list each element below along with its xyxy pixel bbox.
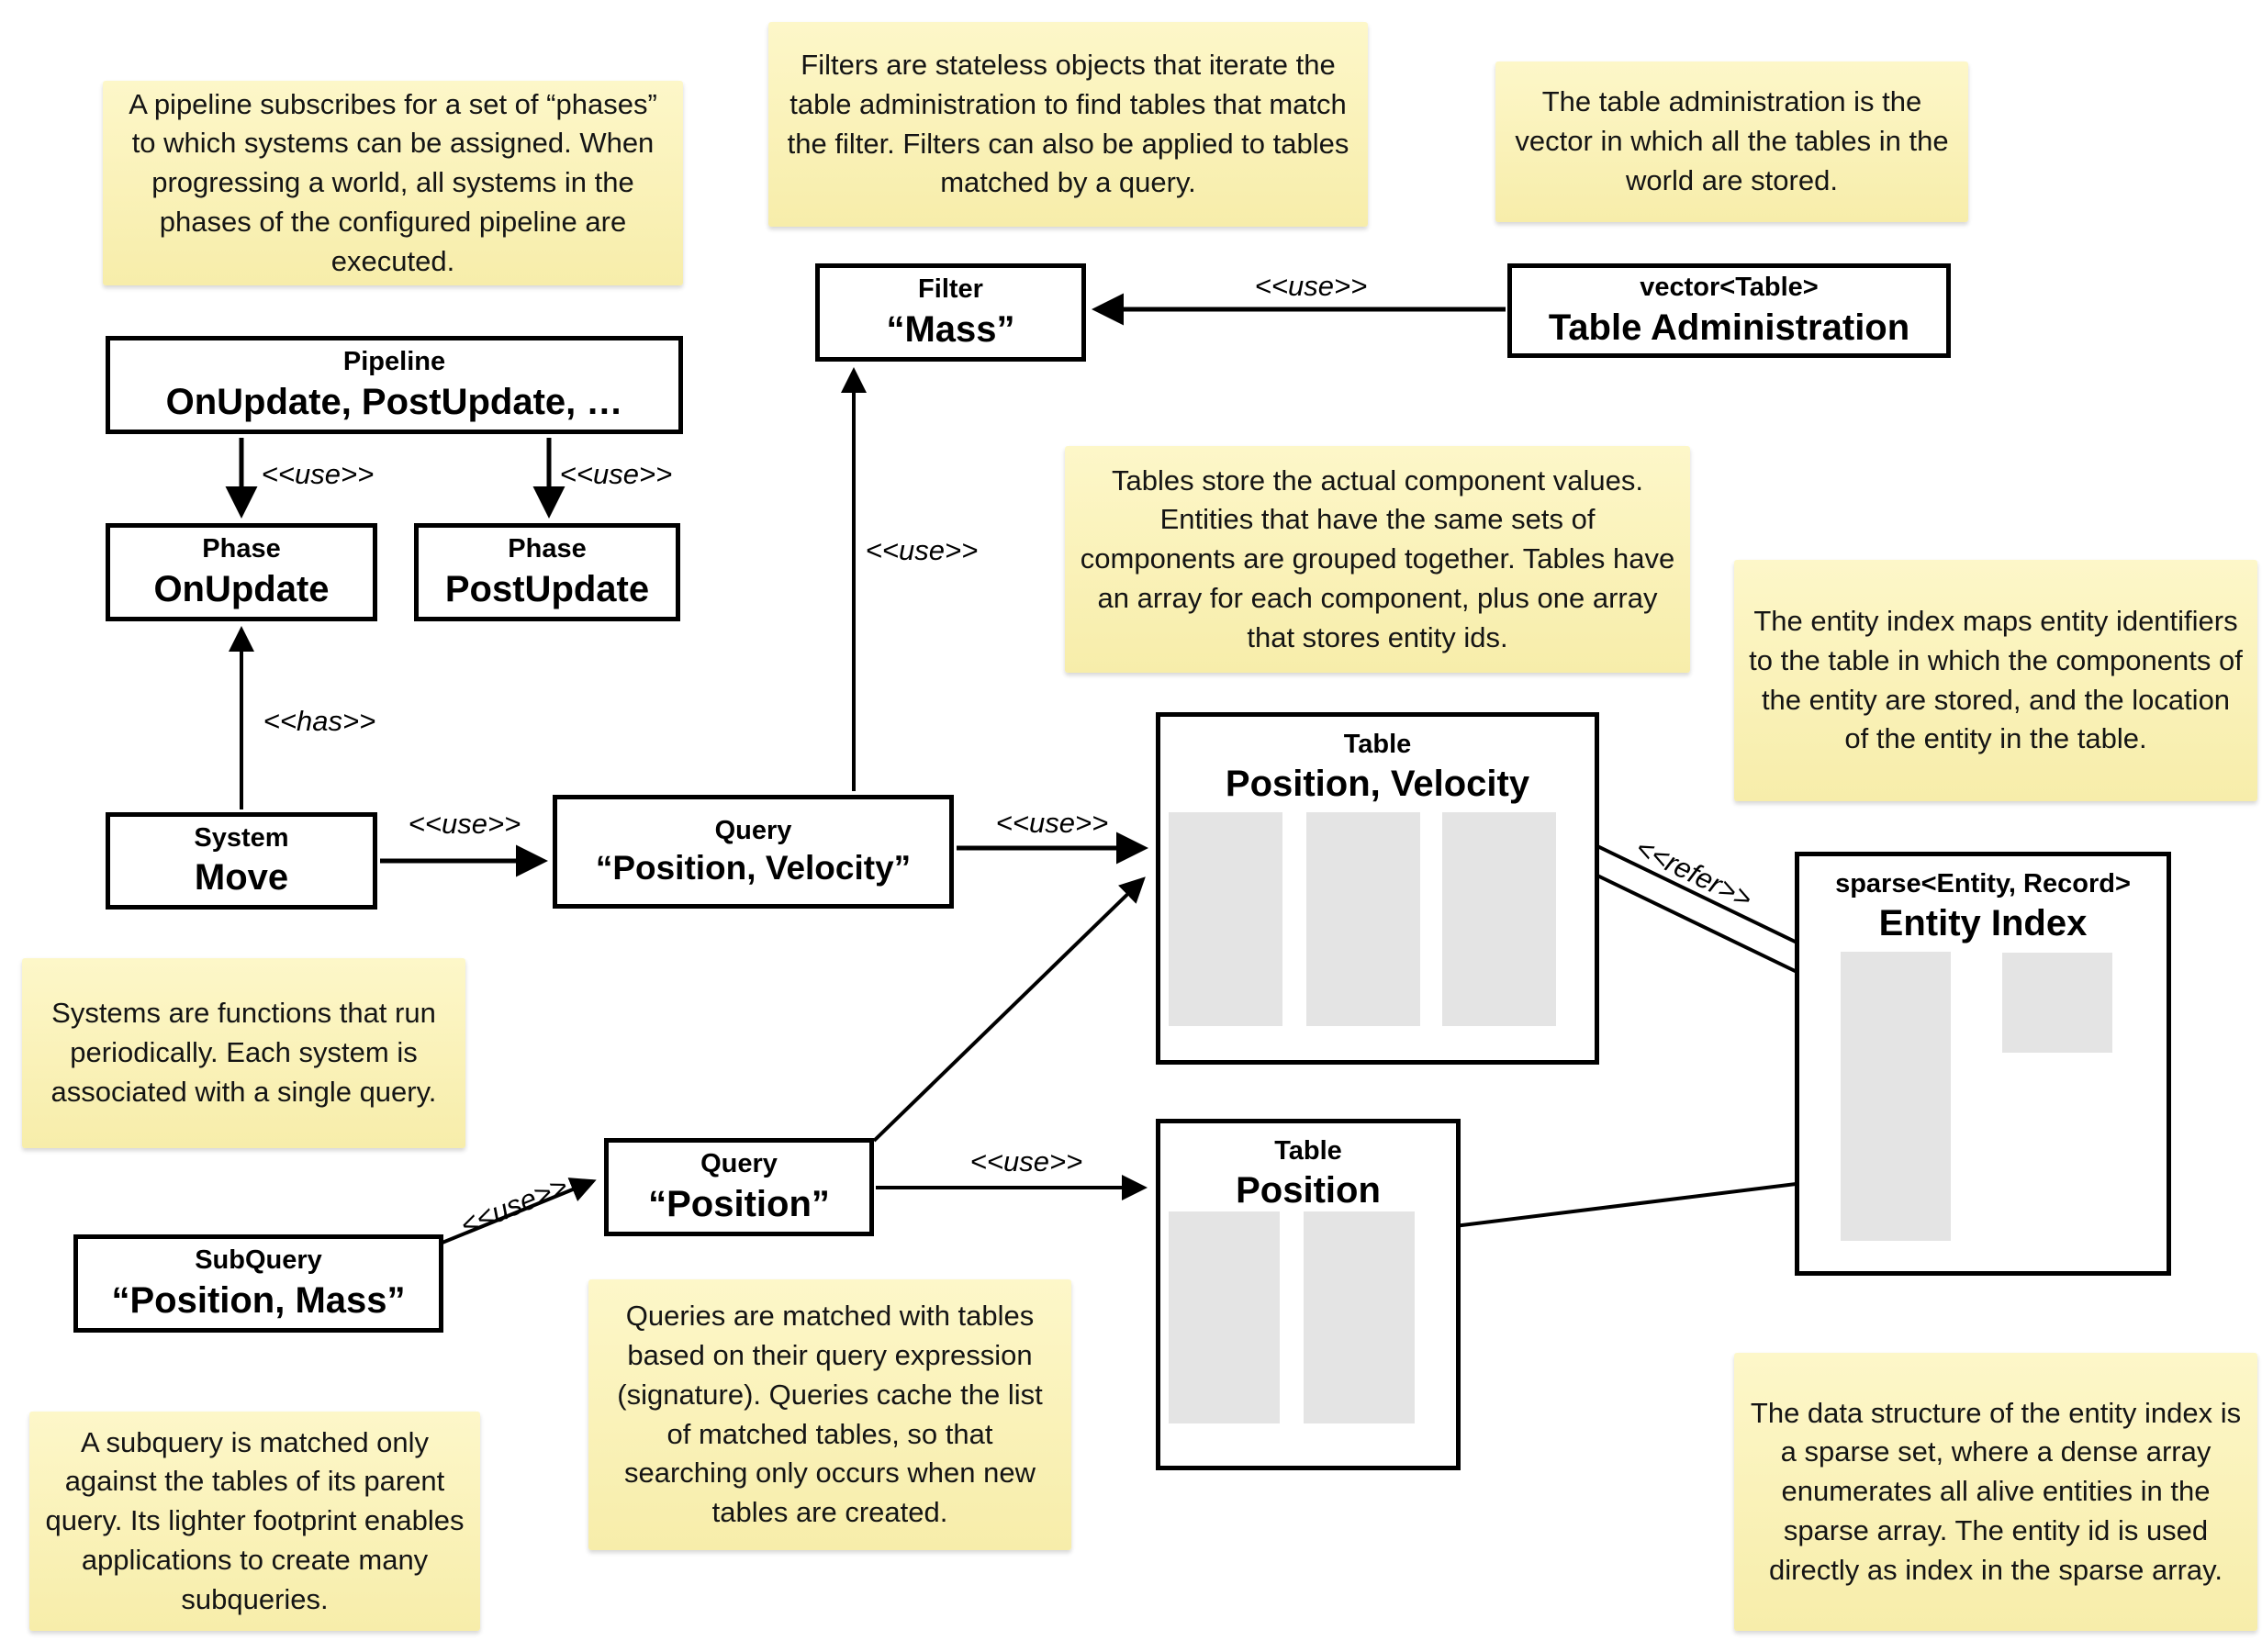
node-title: “Position, Mass” (111, 1279, 406, 1321)
node-filter-mass: Filter “Mass” (815, 263, 1086, 362)
note-text: A subquery is matched only against the t… (45, 1425, 465, 1615)
note-text: Tables store the actual component values… (1080, 463, 1675, 653)
node-title: “Position” (648, 1183, 830, 1224)
node-type: Pipeline (342, 347, 446, 377)
node-type: Filter (918, 274, 983, 305)
node-type: SubQuery (195, 1245, 322, 1276)
component-array-slot (1304, 1211, 1415, 1423)
dense-array-slot (2002, 953, 2112, 1053)
node-type: Query (700, 1149, 778, 1179)
note-text: Queries are matched with tables based on… (617, 1300, 1043, 1529)
edge-label-use: <<use>> (455, 1169, 573, 1242)
note-text: The data structure of the entity index i… (1750, 1396, 2242, 1586)
component-array-slot (1169, 812, 1282, 1026)
note-text: Systems are functions that run periodica… (50, 997, 437, 1108)
edge-label-refer: <<refer>> (1630, 831, 1758, 916)
note-tables-desc: Tables store the actual component values… (1065, 446, 1690, 673)
connector-querypos-to-table-posvel (872, 876, 1146, 1143)
node-title: OnUpdate, PostUpdate, … (165, 381, 623, 422)
note-entity-index-desc: The entity index maps entity identifiers… (1734, 560, 2257, 801)
node-table-position: Table Position (1156, 1119, 1461, 1470)
note-pipeline-desc: A pipeline subscribes for a set of “phas… (103, 81, 683, 285)
note-systems-desc: Systems are functions that run periodica… (22, 958, 465, 1148)
node-table-administration: vector<Table> Table Administration (1507, 263, 1951, 358)
note-sparse-set-desc: The data structure of the entity index i… (1734, 1353, 2257, 1631)
node-table-position-velocity: Table Position, Velocity (1156, 712, 1599, 1065)
edge-label-use: <<use>> (865, 534, 979, 566)
node-title: Position, Velocity (1225, 764, 1530, 805)
node-title: Position (1236, 1170, 1381, 1211)
edge-label-use: <<use>> (969, 1145, 1083, 1178)
node-type: vector<Table> (1640, 273, 1819, 303)
connector-entityindex-to-table-pos (1428, 1177, 1842, 1239)
edge-label-use: <<use>> (1254, 270, 1368, 302)
edge-label-use: <<use>> (408, 808, 521, 840)
sparse-array-slot (1841, 952, 1951, 1241)
note-text: The entity index maps entity identifiers… (1749, 604, 2243, 755)
note-text: A pipeline subscribes for a set of “phas… (129, 87, 657, 277)
note-subquery-desc: A subquery is matched only against the t… (29, 1412, 480, 1631)
note-queries-desc: Queries are matched with tables based on… (588, 1279, 1071, 1550)
node-title: “Position, Velocity” (595, 848, 912, 887)
node-title: OnUpdate (153, 568, 330, 609)
node-system-move: System Move (106, 812, 377, 910)
component-array-slot (1306, 812, 1420, 1026)
node-type: Table (1274, 1136, 1342, 1166)
node-title: Entity Index (1878, 903, 2088, 944)
component-array-slot (1442, 812, 1556, 1026)
node-type: System (194, 822, 289, 853)
node-query-position: Query “Position” (604, 1138, 874, 1236)
edge-label-use: <<use>> (995, 807, 1109, 839)
node-phase-postupdate: Phase PostUpdate (414, 523, 680, 621)
component-array-slot (1169, 1211, 1280, 1423)
note-text: Filters are stateless objects that itera… (787, 48, 1349, 199)
node-title: Table Administration (1548, 307, 1910, 348)
node-title: PostUpdate (444, 568, 650, 609)
note-filters-desc: Filters are stateless objects that itera… (768, 22, 1368, 227)
node-entity-index: sparse<Entity, Record> Entity Index (1795, 852, 2171, 1276)
node-title: “Mass” (886, 308, 1015, 350)
node-subquery-position-mass: SubQuery “Position, Mass” (73, 1234, 443, 1333)
node-query-position-velocity: Query “Position, Velocity” (553, 795, 954, 909)
node-type: Phase (508, 534, 587, 564)
node-type: Query (714, 815, 792, 845)
edge-label-has: <<has>> (263, 705, 376, 737)
node-pipeline: Pipeline OnUpdate, PostUpdate, … (106, 336, 683, 434)
edge-label-use: <<use>> (559, 458, 673, 490)
note-text: The table administration is the vector i… (1515, 85, 1949, 196)
node-type: sparse<Entity, Record> (1835, 869, 2131, 899)
node-type: Table (1343, 730, 1412, 759)
node-type: Phase (202, 534, 281, 564)
edge-label-use: <<use>> (261, 458, 375, 490)
node-phase-onupdate: Phase OnUpdate (106, 523, 377, 621)
note-table-admin-desc: The table administration is the vector i… (1495, 61, 1968, 222)
node-title: Move (194, 857, 289, 899)
